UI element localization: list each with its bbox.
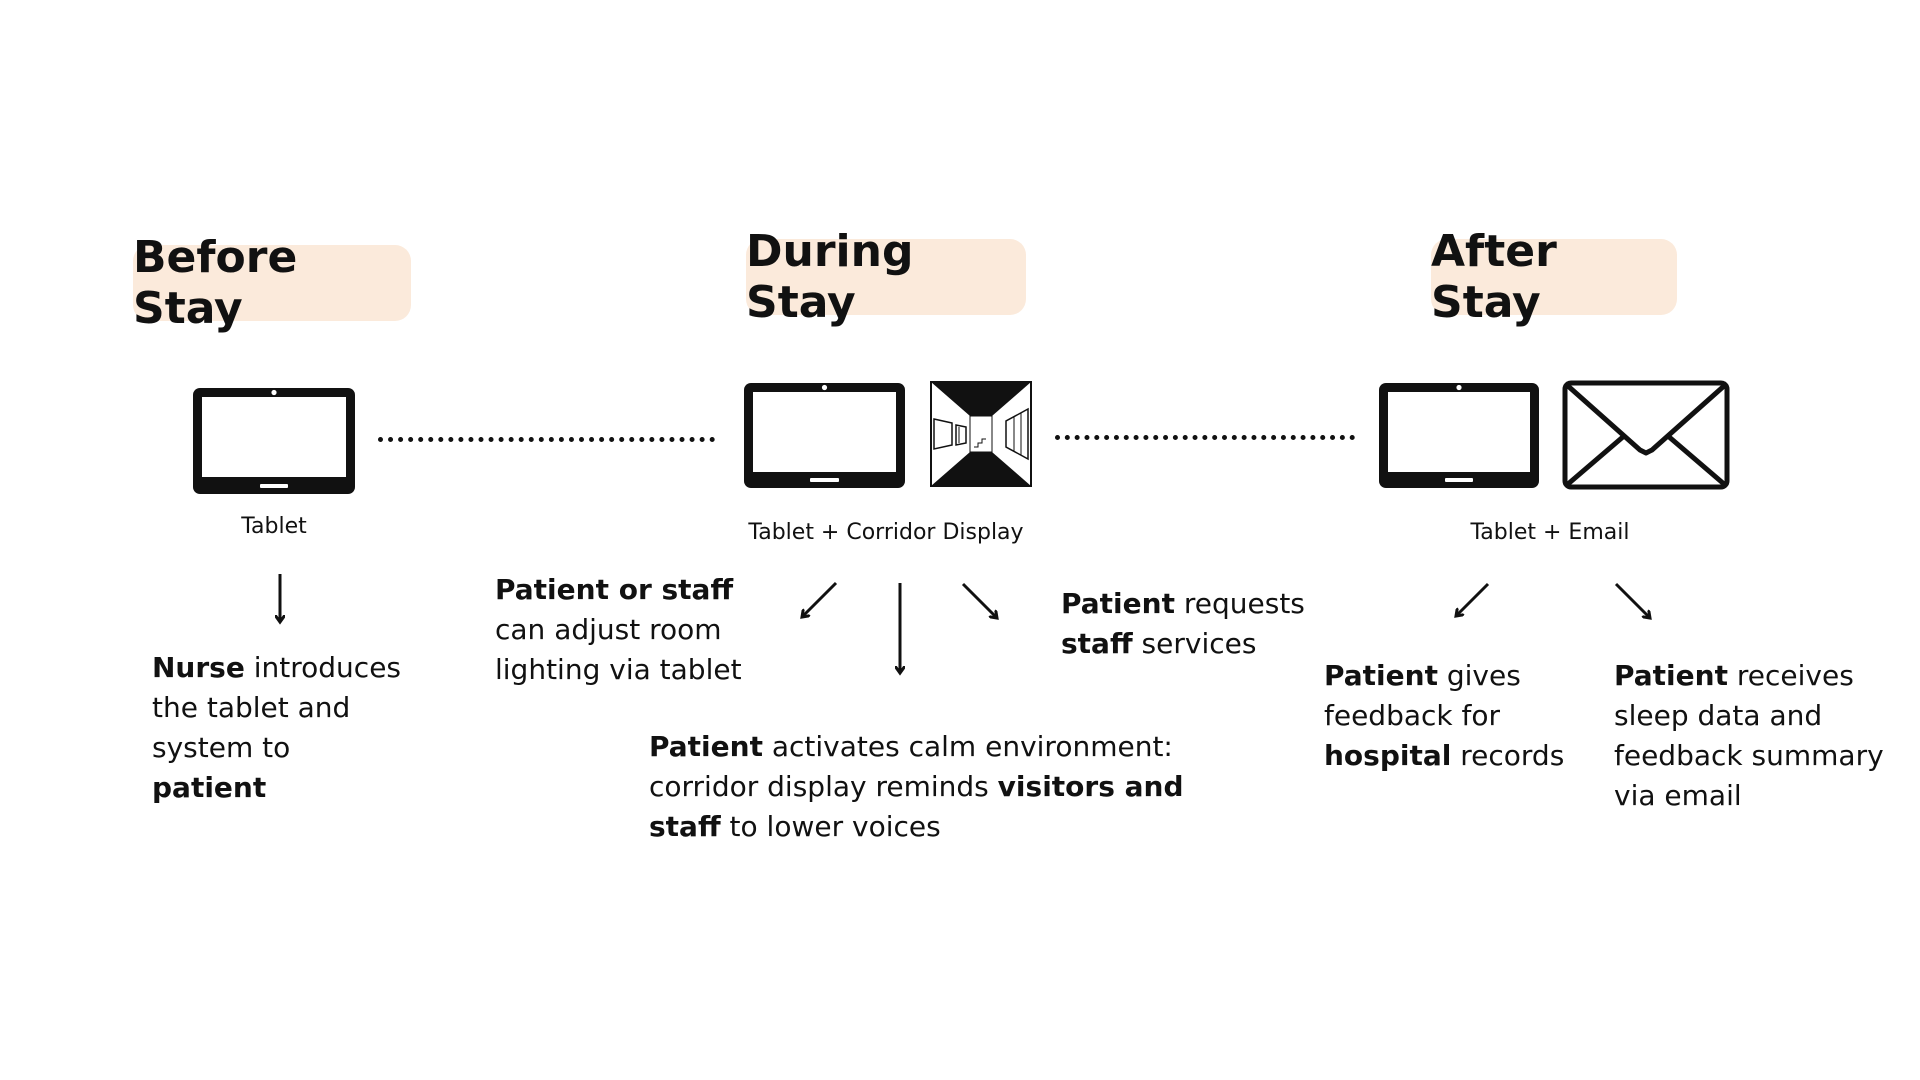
during-stay-title: During Stay [746, 226, 1026, 328]
step-text: can adjust room lighting via tablet [495, 613, 742, 686]
step-text: gives feedback for [1324, 659, 1521, 732]
during-device-label: Tablet + Corridor Display [748, 520, 1024, 545]
step-text: records [1451, 739, 1565, 772]
tablet-icon [744, 383, 905, 488]
step-text: to lower voices [720, 810, 941, 843]
emphasis-text: Patient [1324, 659, 1438, 692]
during-step-calm-environment: Patient activates calm environment: corr… [649, 727, 1189, 847]
after-step-email-summary: Patient receives sleep data and feedback… [1614, 656, 1904, 816]
emphasis-text: visitors and staff [649, 770, 1184, 843]
arrow-icon [1614, 582, 1650, 618]
after-step-feedback: Patient gives feedback for hospital reco… [1324, 656, 1574, 776]
corridor-display-icon [930, 381, 1032, 487]
during-step-request-services: Patient requests staff services [1061, 584, 1341, 664]
emphasis-text: Patient or staff [495, 573, 734, 606]
tablet-icon [193, 388, 355, 494]
step-text: introduces the tablet and system to [152, 651, 402, 764]
after-device-label: Tablet + Email [1470, 520, 1630, 545]
emphasis-text: Patient [1061, 587, 1175, 620]
during-step-adjust-lighting: Patient or staff can adjust room lightin… [495, 570, 755, 690]
connector-before-during [378, 437, 715, 442]
before-device-label: Tablet [241, 514, 307, 539]
email-icon [1562, 380, 1730, 490]
arrow-icon [1456, 582, 1490, 616]
step-text: requests [1174, 587, 1305, 620]
emphasis-text: hospital [1324, 739, 1452, 772]
emphasis-text: patient [152, 771, 267, 804]
emphasis-text: Nurse [152, 651, 245, 684]
connector-during-after [1055, 435, 1355, 440]
emphasis-text: Patient [1614, 659, 1728, 692]
arrow-icon [802, 581, 838, 617]
step-text: activates calm environment: corridor dis… [649, 730, 1173, 803]
emphasis-text: Patient [649, 730, 763, 763]
emphasis-text: staff [1061, 627, 1133, 660]
before-step-nurse-introduces: Nurse introduces the tablet and system t… [152, 648, 412, 808]
step-text: services [1132, 627, 1257, 660]
arrow-icon [961, 582, 997, 618]
step-text: receives sleep data and feedback summary… [1614, 659, 1884, 812]
tablet-icon [1379, 383, 1539, 488]
